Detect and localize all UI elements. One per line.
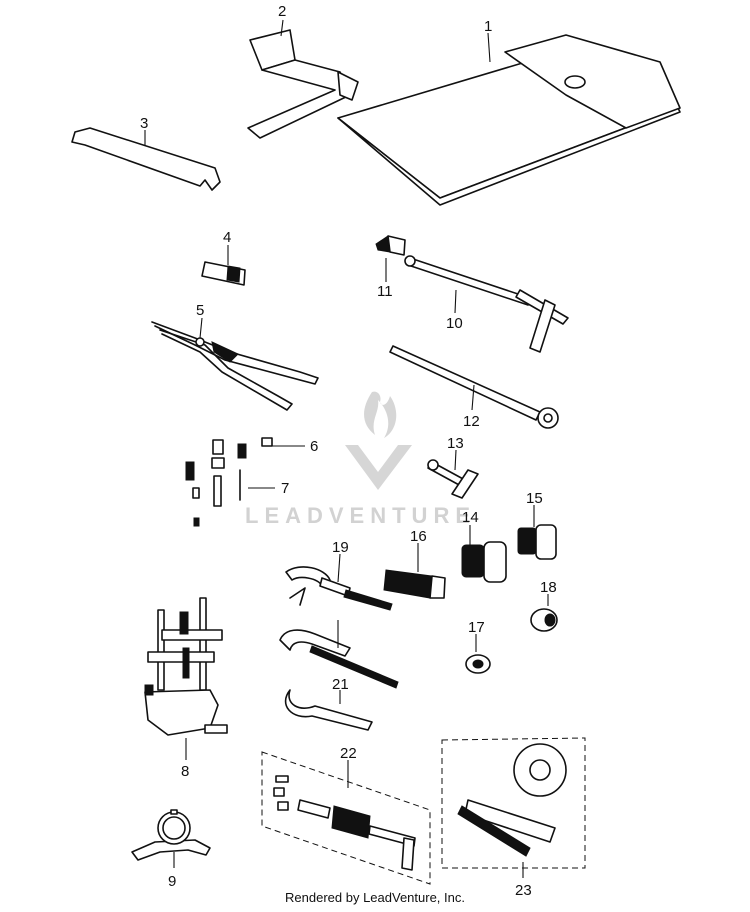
footer-credit: Rendered by LeadVenture, Inc. — [285, 890, 465, 905]
callout-9: 9 — [168, 873, 176, 890]
collar-small — [517, 505, 557, 560]
callout-12: 12 — [463, 413, 480, 430]
callout-8: 8 — [181, 763, 189, 780]
callout-1: 1 — [484, 18, 492, 35]
callout-14: 14 — [462, 509, 479, 526]
spark-plug-wrench — [247, 19, 359, 139]
callout-18: 18 — [540, 579, 557, 596]
callout-21: 21 — [332, 676, 349, 693]
small-parts-group — [185, 437, 305, 527]
callout-13: 13 — [447, 435, 464, 452]
t-wrench — [427, 449, 479, 499]
watermark-logo: LEADVENTURE — [245, 391, 476, 528]
callout-3: 3 — [140, 115, 148, 132]
callout-17: 17 — [468, 619, 485, 636]
callout-22: 22 — [340, 745, 357, 762]
plug-tool — [201, 245, 246, 286]
driver-tip — [375, 235, 406, 282]
t-handle — [404, 255, 569, 353]
puller-stand — [144, 597, 228, 760]
callout-10: 10 — [446, 315, 463, 332]
callout-2: 2 — [278, 3, 286, 20]
open-end-wrench — [71, 127, 221, 191]
callout-11: 11 — [377, 283, 393, 300]
knurled-driver — [383, 543, 446, 599]
callout-23: 23 — [515, 882, 532, 899]
callout-5: 5 — [196, 302, 204, 319]
pin-spanner — [285, 553, 393, 611]
extension-bar — [389, 345, 559, 429]
spacer — [530, 594, 558, 632]
callout-15: 15 — [526, 490, 543, 507]
tool-bag — [337, 32, 681, 206]
callout-7: 7 — [281, 480, 289, 497]
hook-wrench — [279, 620, 399, 689]
watermark-text: LEADVENTURE — [245, 503, 476, 528]
callout-16: 16 — [410, 528, 427, 545]
flywheel-holder — [441, 737, 586, 878]
bushing — [465, 634, 491, 674]
callout-4: 4 — [223, 229, 231, 246]
bearing-remover-kit — [261, 751, 431, 885]
dial-gauge — [131, 809, 211, 868]
circlip-pliers — [151, 317, 319, 411]
callout-6: 6 — [310, 438, 318, 455]
c-spanner — [284, 689, 373, 731]
collar-tool — [461, 525, 507, 583]
callout-19: 19 — [332, 539, 349, 556]
